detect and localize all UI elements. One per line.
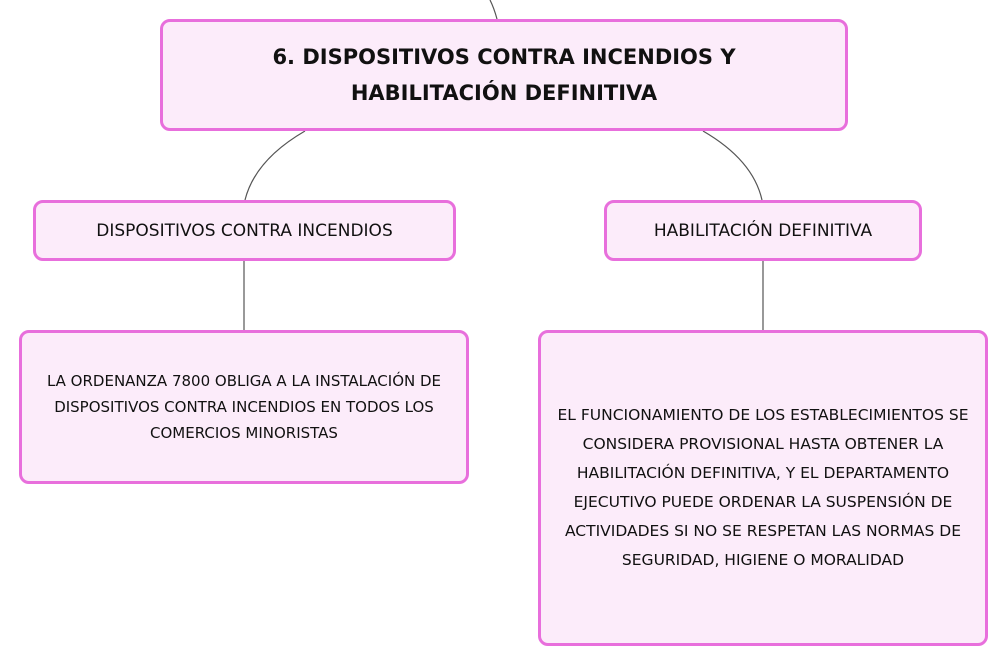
main-topic-label: 6. DISPOSITIVOS CONTRA INCENDIOS Y HABIL… — [272, 45, 736, 105]
connector-main-to-habilitacion — [702, 130, 763, 201]
detail-node-ordenanza[interactable]: LA ORDENANZA 7800 OBLIGA A LA INSTALACIÓ… — [19, 330, 469, 484]
detail-text-funcionamiento: EL FUNCIONAMIENTO DE LOS ESTABLECIMIENTO… — [557, 406, 969, 569]
detail-node-funcionamiento[interactable]: EL FUNCIONAMIENTO DE LOS ESTABLECIMIENTO… — [538, 330, 988, 646]
main-topic-node[interactable]: 6. DISPOSITIVOS CONTRA INCENDIOS Y HABIL… — [160, 19, 848, 131]
branch-node-habilitacion[interactable]: HABILITACIÓN DEFINITIVA — [604, 200, 922, 261]
branch-label-dispositivos: DISPOSITIVOS CONTRA INCENDIOS — [96, 220, 393, 241]
detail-text-ordenanza: LA ORDENANZA 7800 OBLIGA A LA INSTALACIÓ… — [46, 372, 442, 442]
connector-parent-to-main — [489, 0, 498, 20]
branch-label-habilitacion: HABILITACIÓN DEFINITIVA — [653, 220, 873, 241]
connector-main-to-dispositivos — [244, 130, 306, 201]
branch-node-dispositivos[interactable]: DISPOSITIVOS CONTRA INCENDIOS — [33, 200, 456, 261]
